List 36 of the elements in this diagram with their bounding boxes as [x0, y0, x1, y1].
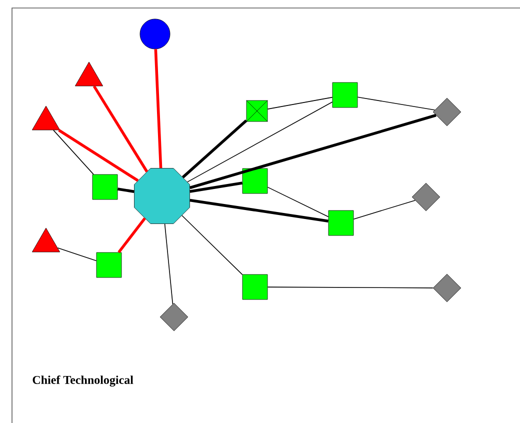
- connector-line: [190, 198, 329, 222]
- crossed-square-node: [246, 100, 268, 122]
- connector-line: [182, 120, 248, 178]
- connector-line: [353, 200, 416, 220]
- diamond-node: [160, 302, 188, 332]
- connector-line: [57, 248, 97, 262]
- triangle-node: [32, 228, 60, 252]
- connector-line: [267, 96, 333, 110]
- caption-text: Chief Technological: [32, 375, 134, 387]
- diamond-node: [412, 182, 440, 212]
- connector-line: [357, 96, 436, 110]
- connector-line: [190, 182, 243, 193]
- diamond-node: [432, 274, 462, 302]
- square-node: [92, 174, 118, 200]
- square-node: [242, 168, 268, 194]
- diamond-node: [432, 98, 462, 126]
- connector-line: [164, 224, 174, 304]
- connector-line: [187, 102, 333, 182]
- circle-node: [140, 18, 170, 50]
- square-node: [96, 252, 122, 278]
- connector-line: [190, 114, 436, 190]
- connector-line: [267, 286, 434, 288]
- connector-line: [267, 186, 329, 218]
- triangle-node: [32, 106, 60, 130]
- connector-line: [182, 215, 243, 275]
- connector-line: [53, 130, 94, 175]
- square-node: [328, 210, 354, 236]
- connector-line: [92, 85, 148, 172]
- connector-line: [118, 217, 146, 254]
- connector-line: [117, 188, 134, 193]
- square-node: [242, 274, 268, 300]
- connector-line: [154, 49, 162, 168]
- octagon-node: [134, 168, 190, 224]
- square-node: [332, 82, 358, 108]
- connector-line: [58, 129, 139, 182]
- triangle-node: [74, 62, 104, 86]
